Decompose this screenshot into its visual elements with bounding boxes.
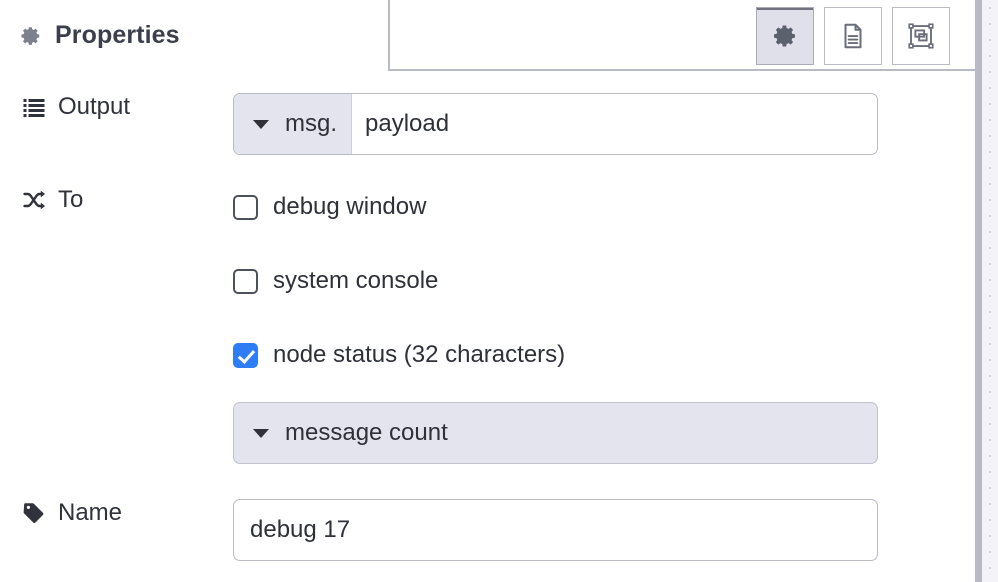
checkbox-debug-window-box[interactable] [233,194,258,220]
tab-properties-label: Properties [55,21,180,49]
checkbox-system-console-label: system console [273,267,439,294]
flow-canvas-edge [982,0,998,582]
to-label-text: To [58,186,84,213]
gear-icon [774,25,795,47]
tag-icon [23,503,44,523]
appearance-icon [908,23,934,49]
panel-tabstrip: Properties [0,0,975,72]
document-icon [844,23,862,49]
description-tab-button[interactable] [824,7,882,65]
output-value-input[interactable]: payload [352,94,877,154]
tab-properties[interactable]: Properties [0,0,390,71]
output-row: Output msg. payload [0,93,975,155]
checkbox-node-status[interactable]: node status (32 characters) [233,334,878,376]
chevron-down-icon [253,428,269,438]
to-row: To debug window system console node stat… [0,186,975,464]
checkbox-node-status-label: node status (32 characters) [273,341,566,368]
panel-tool-buttons [756,7,950,65]
output-typed-input[interactable]: msg. payload [233,93,878,155]
tabstrip-underline [390,69,975,71]
to-options: debug window system console node status … [233,186,878,464]
checkbox-node-status-box[interactable] [233,342,258,368]
checkbox-debug-window[interactable]: debug window [233,186,878,228]
output-type-label: msg. [285,110,338,137]
appearance-tab-button[interactable] [892,7,950,65]
status-type-select-value: message count [285,419,448,446]
chevron-down-icon [253,119,269,129]
name-row: Name debug 17 [0,499,975,561]
to-label: To [0,186,233,214]
name-label-text: Name [58,499,123,526]
name-label: Name [0,499,233,527]
name-input[interactable]: debug 17 [233,499,878,561]
node-properties-panel: Properties [0,0,975,582]
panel-resize-handle[interactable] [975,0,982,582]
list-icon [23,99,45,117]
checkbox-system-console[interactable]: system console [233,260,878,302]
output-label-text: Output [58,93,131,120]
properties-tab-button[interactable] [756,7,814,65]
status-type-select[interactable]: message count [233,402,878,464]
gear-icon [21,26,40,45]
shuffle-icon [23,190,45,210]
output-type-dropdown[interactable]: msg. [234,94,353,154]
checkbox-debug-window-label: debug window [273,193,427,220]
checkbox-system-console-box[interactable] [233,268,258,294]
output-label: Output [0,93,233,121]
